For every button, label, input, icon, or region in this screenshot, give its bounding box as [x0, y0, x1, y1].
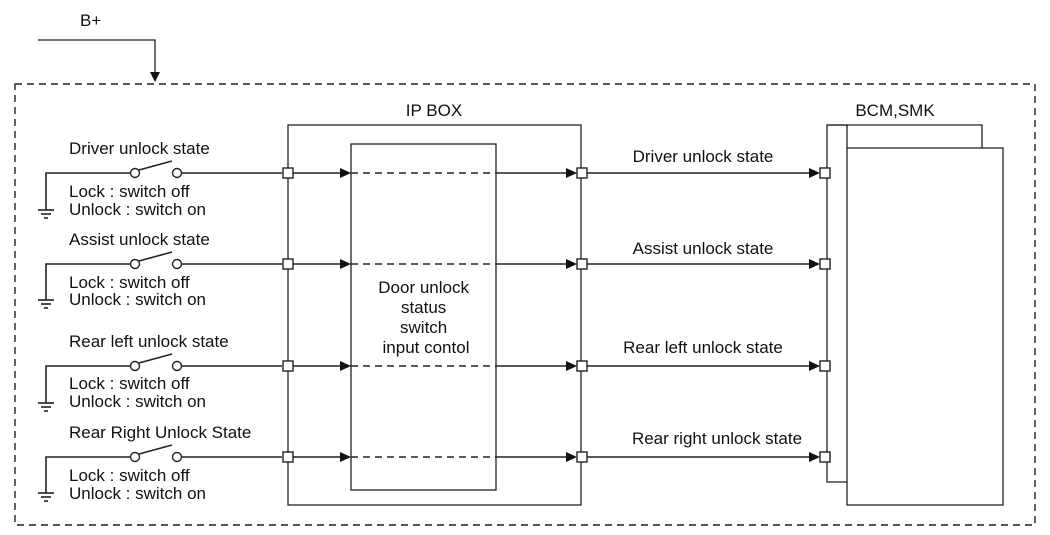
channel-rear-left-lock-text: Lock : switch off — [69, 374, 190, 393]
b-plus-arrow — [150, 72, 160, 82]
control-block-label-line-4: input contol — [383, 338, 470, 357]
internal-arrow-left — [340, 168, 351, 178]
channel-assist: Assist unlock state Lock : switch off Un… — [38, 230, 831, 309]
internal-arrow-right — [566, 259, 577, 269]
internal-arrow-left — [340, 259, 351, 269]
bcm-input-terminal — [819, 258, 831, 270]
internal-arrow-right — [566, 452, 577, 462]
ip-box-outline — [287, 124, 582, 506]
channel-rear-left-input-label: Rear left unlock state — [69, 332, 229, 351]
channel-driver-ground-wire — [45, 172, 131, 210]
switch-blade — [138, 444, 173, 455]
channel-assist-unlock-text: Unlock : switch on — [69, 290, 206, 309]
ip-box-input-terminal — [282, 451, 294, 463]
bcm-input-terminal — [819, 360, 831, 372]
switch-contact-right — [171, 258, 183, 270]
channel-rear-left-output-label: Rear left unlock state — [623, 338, 783, 357]
control-block-label-line-3: switch — [400, 318, 447, 337]
internal-arrow-right — [566, 168, 577, 178]
ip-box-output-terminal — [576, 258, 588, 270]
channel-rear-right-unlock-text: Unlock : switch on — [69, 484, 206, 503]
channel-rear-right-output-label: Rear right unlock state — [632, 429, 802, 448]
switch-contact-left — [129, 451, 141, 463]
switch-contact-right — [171, 360, 183, 372]
output-arrow — [809, 168, 820, 178]
channel-assist-ground-wire — [45, 263, 131, 300]
channel-rear-left-ground-wire — [45, 365, 131, 403]
channel-rear-left: Rear left unlock state Lock : switch off… — [38, 332, 831, 412]
bcm-module — [846, 147, 1004, 506]
ip-box-input-terminal — [282, 258, 294, 270]
channel-rear-right-lock-text: Lock : switch off — [69, 466, 190, 485]
channel-driver-input-label: Driver unlock state — [69, 139, 210, 158]
output-arrow — [809, 259, 820, 269]
module-enclosure — [14, 83, 1036, 526]
bcm-title: BCM,SMK — [855, 101, 935, 120]
ip-box-input-terminal — [282, 360, 294, 372]
channel-driver-output-label: Driver unlock state — [633, 147, 774, 166]
unlock-input-control-block — [350, 143, 497, 491]
internal-arrow-right — [566, 361, 577, 371]
ip-box-input-terminal — [282, 167, 294, 179]
control-block-label: Door unlock status switch input contol — [378, 278, 473, 357]
ip-box-output-terminal — [576, 167, 588, 179]
output-arrow — [809, 361, 820, 371]
channel-driver-lock-text: Lock : switch off — [69, 182, 190, 201]
switch-blade — [138, 251, 173, 262]
control-block-label-line-1: Door unlock — [378, 278, 469, 297]
bcm-input-terminal — [819, 451, 831, 463]
switch-blade — [138, 160, 173, 171]
channel-rear-right-ground-wire — [45, 456, 131, 493]
channel-rear-right: Rear Right Unlock State Lock : switch of… — [38, 423, 831, 503]
switch-blade — [138, 353, 173, 364]
switch-contact-left — [129, 258, 141, 270]
ip-box-output-terminal — [576, 451, 588, 463]
bcm-outline-top — [827, 124, 983, 148]
ip-box-output-terminal — [576, 360, 588, 372]
ip-box-title: IP BOX — [406, 101, 462, 120]
output-arrow — [809, 452, 820, 462]
channel-assist-lock-text: Lock : switch off — [69, 273, 190, 292]
bcm-input-terminal — [819, 167, 831, 179]
b-plus-label: B+ — [80, 11, 101, 30]
channel-driver-unlock-text: Unlock : switch on — [69, 200, 206, 219]
channel-rear-right-input-label: Rear Right Unlock State — [69, 423, 251, 442]
switch-contact-left — [129, 360, 141, 372]
channel-assist-input-label: Assist unlock state — [69, 230, 210, 249]
internal-arrow-left — [340, 452, 351, 462]
channel-driver: Driver unlock state Lock : switch off Un… — [38, 139, 831, 219]
channel-assist-output-label: Assist unlock state — [633, 239, 774, 258]
control-block-label-line-2: status — [401, 298, 446, 317]
b-plus-wire — [38, 39, 156, 74]
switch-contact-right — [171, 167, 183, 179]
channel-rear-left-unlock-text: Unlock : switch on — [69, 392, 206, 411]
switch-contact-right — [171, 451, 183, 463]
switch-contact-left — [129, 167, 141, 179]
internal-arrow-left — [340, 361, 351, 371]
